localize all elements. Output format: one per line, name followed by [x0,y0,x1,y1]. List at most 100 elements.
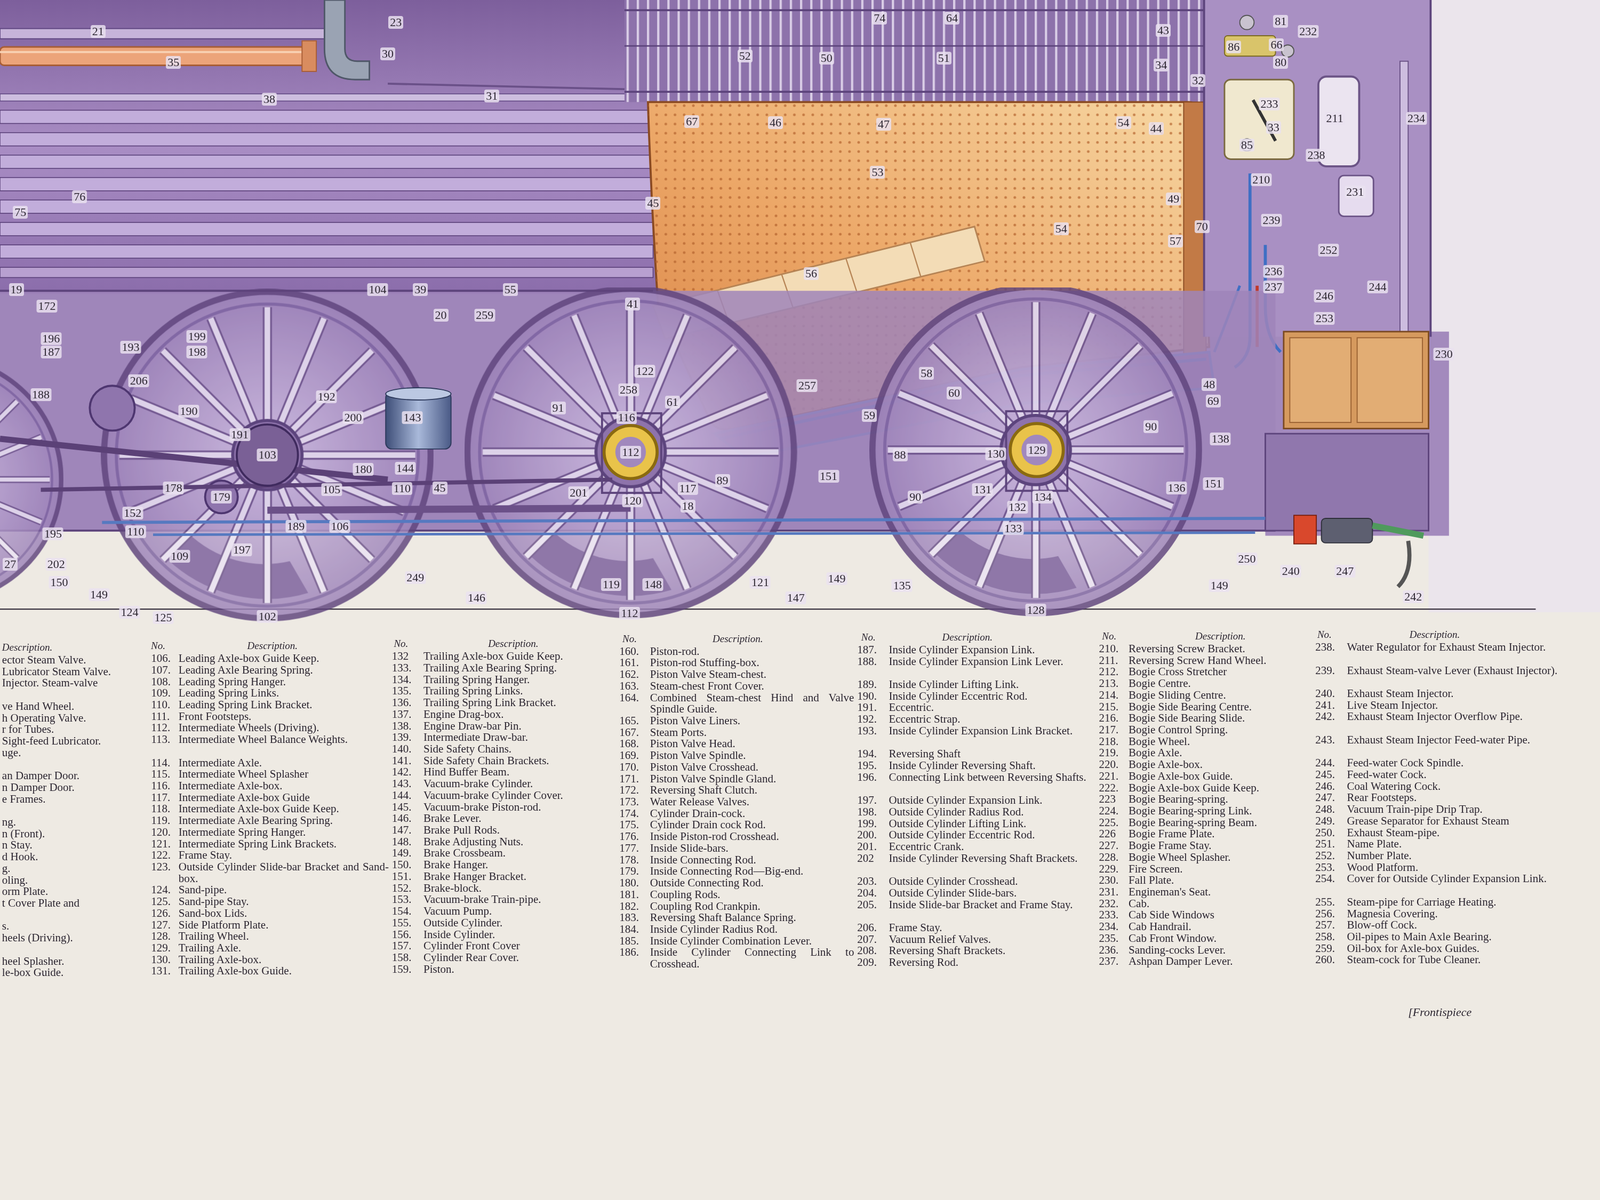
callout-number: 39 [412,283,428,296]
part-number: 239. [1315,665,1335,677]
part-number: 180. [619,877,639,890]
part-description: ector Steam Valve. [2,654,143,667]
part-number: 186. [619,946,639,959]
callout-number: 106 [329,520,351,533]
part-description: Coal Watering Cock. [1347,780,1560,793]
part-number: 138. [392,720,412,733]
callout-number: 232 [1297,25,1319,38]
part-description: Reversing Screw Bracket. [1128,643,1312,655]
part-description: Leading Spring Links. [178,687,389,700]
callout-number: 180 [353,462,374,476]
callout-number: 89 [715,474,731,487]
part-description: n Stay. [2,839,143,852]
part-description: Sand-pipe Stay. [178,896,389,908]
motion-and-brakes-part [615,436,646,468]
part-description: Piston Valve Spindle. [650,749,855,762]
part-description: Bogie Side Bearing Centre. [1128,701,1312,714]
callout-number: 46 [768,116,783,130]
part-number: 139. [392,731,412,744]
part-description: Bogie Wheel Splasher. [1128,851,1312,864]
callout-number: 259 [474,308,495,322]
callout-number: 257 [796,379,818,392]
callout-number: 69 [1205,394,1221,408]
part-description: Reversing Shaft Brackets. [888,945,1095,957]
part-number: 142. [392,766,412,779]
callout-number: 61 [665,395,680,409]
part-number: 182. [619,900,639,913]
part-description: Cab Front Window. [1128,932,1312,945]
part-description: Reversing Shaft Balance Spring. [650,912,855,924]
motion-and-brakes-part [153,532,1255,535]
table-header: No. [861,631,876,644]
callout-number: 102 [257,610,278,623]
table-header: Description. [247,640,298,652]
firebox-roof-stays-part [624,45,1205,47]
callout-number: 149 [826,572,847,586]
part-description: Inside Slide-bars. [650,842,855,855]
callout-number: 76 [72,190,87,204]
part-description: Bogie Axle-box Guide Keep. [1128,782,1312,795]
part-number: 118. [150,803,171,815]
part-description: Intermediate Wheel Balance Weights. [178,733,389,746]
part-number: 177. [619,842,639,855]
callout-number: 70 [1194,220,1210,234]
part-number: 121. [150,838,171,851]
part-description: Brake-block. [423,882,617,895]
part-number: 196. [857,771,877,784]
part-description: Bogie Axle. [1128,747,1312,759]
part-number: 106. [150,652,171,665]
table-header: Description. [1409,628,1460,641]
rear-pipework-part [1372,525,1424,536]
part-number: 229. [1099,863,1119,876]
part-description: Intermediate Spring Link Brackets. [178,838,389,851]
callout-number: 53 [869,165,885,179]
callout-number: 149 [88,588,110,602]
part-number: 173. [619,796,639,808]
part-number: 130. [150,954,171,966]
part-description: Outside Cylinder. [423,917,617,930]
part-description: Connecting Link between Reversing Shafts… [888,771,1095,784]
part-description: Exhaust Steam Injector. [1347,688,1560,700]
part-number: 204. [857,887,877,900]
part-description: Trailing Axle-box. [178,954,389,966]
callout-number: 88 [892,448,908,462]
callout-number: 188 [30,388,52,402]
part-number: 242. [1315,710,1335,723]
cab-part [1224,79,1294,159]
part-description: Leading Spring Link Bracket. [178,699,389,711]
part-number: 123. [150,861,171,874]
callout-number: 32 [1190,74,1206,87]
cab-part [1357,337,1423,423]
part-number: 119. [150,814,171,827]
callout-number: 33 [1266,121,1282,134]
part-description: ve Hand Wheel. [2,700,143,713]
part-description: Piston Valve Head. [650,738,855,750]
motion-and-brakes-part [267,508,631,511]
callout-number: 239 [1260,213,1282,227]
part-number: 183. [619,912,639,924]
part-description: Vacuum Pump. [423,905,617,918]
part-number: 194. [857,748,877,760]
part-number: 257. [1315,919,1335,932]
part-number: 245. [1315,769,1335,781]
part-number: 210. [1099,643,1119,655]
cab-part [1204,0,1431,337]
part-number: 140. [392,743,412,756]
part-description: Trailing Spring Links. [423,685,617,698]
part-number: 207. [857,933,877,946]
part-description: Vacuum Train-pipe Drip Trap. [1347,803,1560,816]
table-header: Description. [488,637,539,650]
part-number: 238. [1315,641,1335,654]
locomotive-body-part [0,155,653,169]
part-description: g. [2,862,143,875]
part-description: Bogie Cross Stretcher [1128,666,1312,678]
part-description: Ashpan Damper Lever. [1128,955,1312,968]
cab-part [1203,0,1206,337]
part-number: 158. [392,952,412,964]
part-description: Cab Handrail. [1128,921,1312,933]
part-number: 135. [392,685,412,698]
part-description: Lubricator Steam Valve. [2,666,143,678]
callout-number: 122 [634,364,656,378]
part-description: Cover for Outside Cylinder Expansion Lin… [1347,873,1560,885]
callout-number: 44 [1148,122,1164,135]
